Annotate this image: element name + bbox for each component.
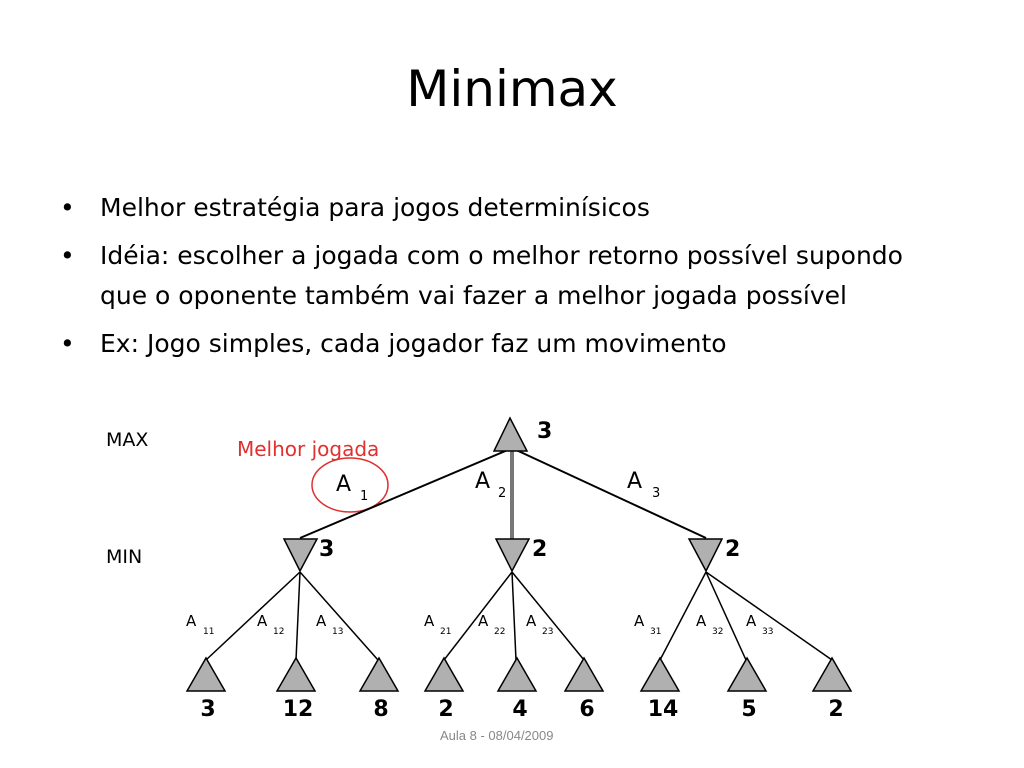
leaf-value: 6 (579, 697, 594, 722)
leaf-value: 2 (438, 697, 453, 722)
leaf-value: 12 (283, 697, 314, 722)
edge-label-a2: A 2 (475, 469, 506, 501)
edge-a13 (299, 571, 379, 661)
leaf-value: 2 (828, 697, 843, 722)
svg-text:A: A (475, 469, 490, 494)
svg-text:21: 21 (440, 627, 451, 637)
edge-a1 (299, 448, 511, 539)
svg-text:A: A (257, 612, 268, 630)
min-node-3 (687, 538, 724, 573)
bullet-item: Melhor estratégia para jogos determinísi… (60, 188, 960, 228)
best-move-annotation: Melhor jogada (237, 437, 379, 461)
edge-label-a1: A 1 (336, 472, 368, 504)
svg-text:A: A (478, 612, 489, 630)
edge-a3 (513, 448, 707, 539)
leaf-value: 8 (373, 697, 388, 722)
min-node-2 (494, 538, 531, 573)
min-node-1 (282, 538, 319, 573)
bullet-item: Idéia: escolher a jogada com o melhor re… (60, 236, 940, 316)
edge-a21 (443, 571, 513, 661)
min-node-1-value: 3 (319, 537, 334, 562)
leaf-node (496, 656, 538, 692)
slide-title: Minimax (406, 60, 618, 118)
edge-a11 (205, 571, 301, 661)
svg-text:12: 12 (273, 627, 284, 637)
edge-a12 (295, 571, 301, 661)
edge-label-a22: A 22 (478, 612, 505, 637)
leaf-node (726, 656, 768, 692)
svg-text:A: A (526, 612, 537, 630)
edge-a23 (511, 571, 585, 661)
leaf-node (275, 656, 317, 692)
edge-label-a33: A 33 (746, 612, 773, 637)
leaf-node (358, 656, 400, 692)
min-node-2-value: 2 (532, 537, 547, 562)
svg-text:A: A (336, 472, 351, 497)
leaf-node (811, 656, 853, 692)
edge-a22 (511, 571, 517, 661)
svg-text:A: A (186, 612, 197, 630)
leaf-node (185, 656, 227, 692)
edge-label-a31: A 31 (634, 612, 661, 637)
leaf-value: 3 (200, 697, 215, 722)
edge-label-a12: A 12 (257, 612, 284, 637)
edge-label-a23: A 23 (526, 612, 553, 637)
edge-a32 (705, 571, 747, 661)
svg-text:1: 1 (360, 489, 368, 504)
max-level-label: MAX (106, 429, 148, 451)
svg-text:A: A (627, 469, 642, 494)
svg-text:32: 32 (712, 627, 723, 637)
svg-text:A: A (634, 612, 645, 630)
bullet-list: Melhor estratégia para jogos determinísi… (60, 188, 960, 372)
edge-a33 (705, 571, 833, 661)
svg-text:A: A (316, 612, 327, 630)
edge-label-a21: A 21 (424, 612, 451, 637)
bullet-item: Ex: Jogo simples, cada jogador faz um mo… (60, 324, 960, 364)
edge-label-a32: A 32 (696, 612, 723, 637)
edge-label-a3: A 3 (627, 469, 660, 501)
slide-footer: Aula 8 - 08/04/2009 (440, 728, 554, 743)
svg-text:23: 23 (542, 627, 553, 637)
min-node-3-value: 2 (725, 537, 740, 562)
svg-text:13: 13 (332, 627, 343, 637)
svg-text:A: A (424, 612, 435, 630)
edge-label-a13: A 13 (316, 612, 343, 637)
leaf-node (639, 656, 681, 692)
leaf-node (423, 656, 465, 692)
leaf-value: 14 (648, 697, 679, 722)
svg-text:A: A (696, 612, 707, 630)
svg-text:31: 31 (650, 627, 661, 637)
best-move-circle (311, 457, 389, 513)
min-level-label: MIN (106, 546, 142, 568)
svg-text:33: 33 (762, 627, 773, 637)
edge-label-a11: A 11 (186, 612, 214, 637)
edge-a31 (659, 571, 707, 661)
leaf-value: 4 (512, 697, 527, 722)
svg-text:3: 3 (652, 486, 660, 501)
leaf-value: 5 (741, 697, 756, 722)
root-value: 3 (537, 419, 552, 444)
max-node-root (492, 416, 529, 452)
svg-text:A: A (746, 612, 757, 630)
svg-text:11: 11 (203, 627, 214, 637)
svg-text:2: 2 (498, 486, 506, 501)
svg-text:22: 22 (494, 627, 505, 637)
leaf-node (563, 656, 605, 692)
